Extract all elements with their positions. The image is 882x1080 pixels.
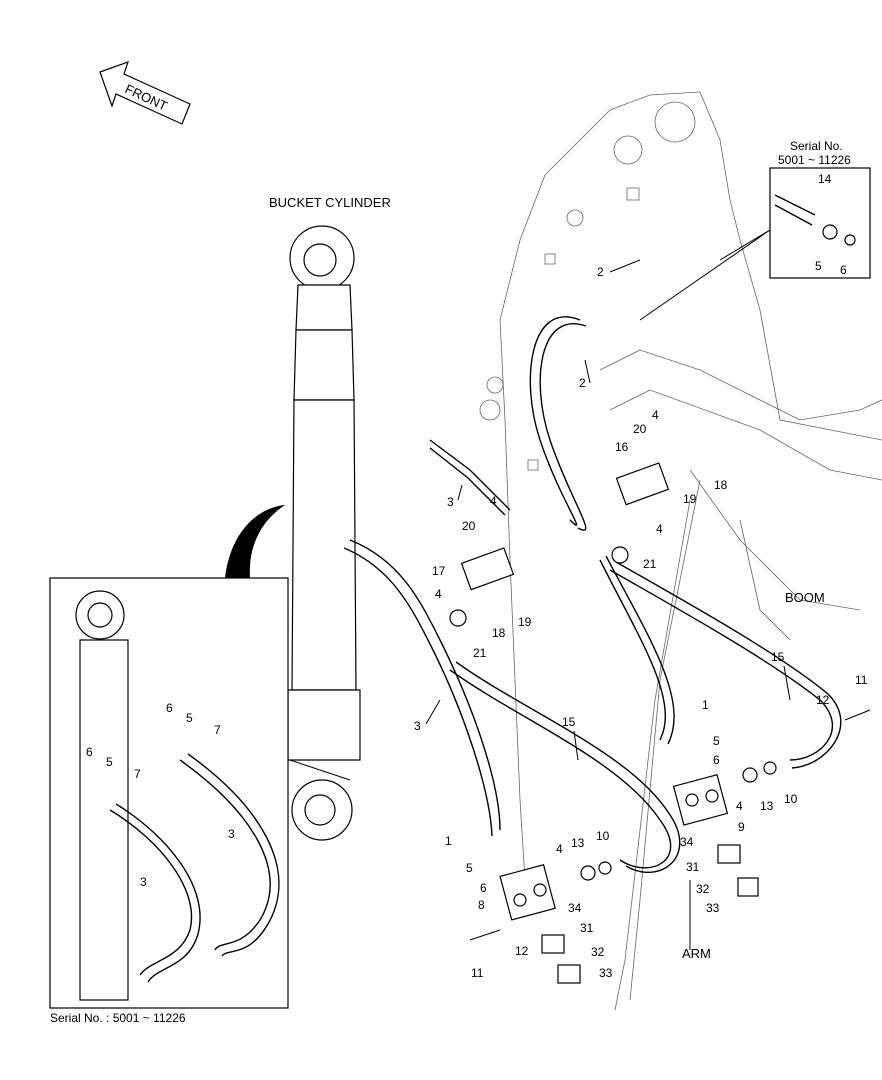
callout-12a: 12: [816, 693, 830, 707]
callout-33b: 33: [599, 966, 613, 980]
callout-4d: 4: [435, 587, 442, 601]
callout-20b: 20: [462, 519, 476, 533]
callout-33a: 33: [706, 901, 720, 915]
callout-34b: 34: [568, 901, 582, 915]
callout-inset-left-7a: 7: [214, 723, 221, 737]
callout-inset-top-5: 5: [815, 259, 822, 273]
inset-left: Serial No. : 5001 ~ 11226 6 5 7 6 5 7 3 …: [49, 505, 289, 1025]
callout-21b: 21: [473, 646, 487, 660]
callout-8: 8: [478, 898, 485, 912]
callout-18b: 18: [492, 626, 506, 640]
callout-6a: 6: [713, 753, 720, 767]
fittings: [449, 462, 871, 984]
callout-31b: 31: [580, 921, 594, 935]
inset-top-serial-label: Serial No.: [790, 139, 843, 153]
callout-31a: 31: [686, 860, 700, 874]
callout-10a: 10: [784, 792, 798, 806]
callout-4c: 4: [656, 522, 663, 536]
callout-11b: 11: [471, 966, 484, 980]
leader-lines: [425, 259, 791, 950]
callout-9: 9: [738, 820, 745, 834]
callout-12b: 12: [515, 944, 529, 958]
callouts-main: 2 2 3 3 4 4 4 4 20 20 16 17 18 18 19 19 …: [414, 265, 868, 980]
callout-4a: 4: [490, 494, 497, 508]
callout-32a: 32: [696, 882, 710, 896]
callout-inset-top-6: 6: [840, 263, 847, 277]
bucket-cylinder: [287, 225, 361, 841]
callout-13b: 13: [571, 836, 585, 850]
callout-18a: 18: [714, 478, 728, 492]
callout-5b: 5: [466, 861, 473, 875]
callout-16: 16: [615, 440, 629, 454]
callout-4b: 4: [652, 408, 659, 422]
callout-inset-left-3b: 3: [140, 875, 147, 889]
callout-1b: 1: [445, 834, 452, 848]
callout-19a: 19: [683, 492, 697, 506]
callout-19b: 19: [518, 615, 532, 629]
callout-15a: 15: [771, 650, 785, 664]
callout-34a: 34: [680, 835, 694, 849]
callout-inset-left-6b: 6: [86, 745, 93, 759]
callout-inset-left-5b: 5: [106, 755, 113, 769]
callout-3b: 3: [414, 719, 421, 733]
callout-15b: 15: [562, 715, 576, 729]
callout-inset-left-6a: 6: [166, 701, 173, 715]
callout-13a: 13: [760, 799, 774, 813]
callout-10b: 10: [596, 829, 610, 843]
callout-2b: 2: [579, 376, 586, 390]
callout-3a: 3: [447, 495, 454, 509]
callout-inset-left-3a: 3: [228, 827, 235, 841]
callout-4f: 4: [556, 842, 563, 856]
callout-6b: 6: [480, 881, 487, 895]
callout-5a: 5: [713, 734, 720, 748]
callout-32b: 32: [591, 945, 605, 959]
hoses: [343, 316, 842, 873]
callout-21a: 21: [643, 557, 657, 571]
inset-top: Serial No. 5001 ~ 11226 14 5 6: [639, 139, 871, 321]
callout-1a: 1: [702, 698, 709, 712]
callout-4e: 4: [736, 799, 743, 813]
front-arrow: FRONT: [99, 61, 191, 125]
callout-20a: 20: [633, 422, 647, 436]
callout-11a: 11: [855, 673, 868, 687]
callout-inset-left-7b: 7: [134, 767, 141, 781]
inset-left-caption: Serial No. : 5001 ~ 11226: [50, 1011, 186, 1025]
inset-top-serial-range: 5001 ~ 11226: [778, 153, 851, 167]
callout-17: 17: [432, 564, 446, 578]
title-bucket-cylinder: BUCKET CYLINDER: [269, 195, 391, 210]
callout-2a: 2: [597, 265, 604, 279]
callout-inset-left-5a: 5: [186, 711, 193, 725]
callout-inset-top-14: 14: [818, 172, 832, 186]
title-boom: BOOM: [785, 590, 825, 605]
title-arm: ARM: [682, 946, 711, 961]
